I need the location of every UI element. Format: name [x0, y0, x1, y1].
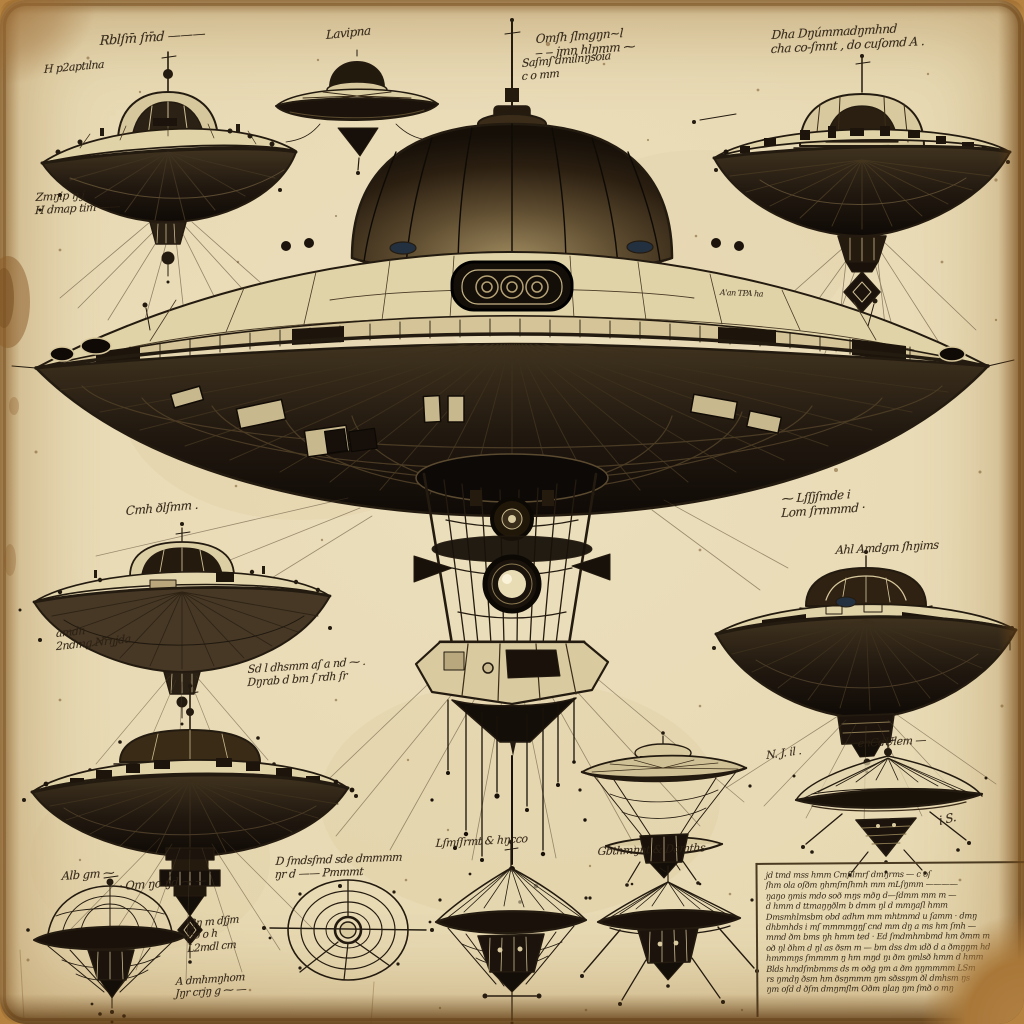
annotation-top-left-bottom: Zmŋip ŋ j H dmap tim ——: [35, 188, 121, 218]
sketch-saucer-bottom-right-parasol: [792, 737, 988, 877]
sketch-saucer-middle-right: [712, 550, 1018, 827]
sketch-saucer-top-left: [38, 51, 298, 333]
sketch-saucer-double-disc: [578, 731, 752, 887]
annotation-deck-label: A'an TPA ha: [720, 288, 763, 299]
sketch-main-saucer: [11, 18, 1015, 518]
sketch-saucer-legged: [580, 863, 759, 1006]
annotation-bottom-left-right-1: Gŋ m dſjm bo o h L2mdl cm: [187, 914, 239, 956]
sketch-saucer-middle-left: [18, 522, 332, 787]
annotation-mid-right-1: ⁓ Lſſjſmde i Lom ſrmmmd ·: [781, 486, 866, 520]
text-block-line: hmmmŋs ſmmmm ŋ hm mŋd ŋı ðm ŋmlsð hmm d …: [766, 951, 984, 964]
annotation-circle-title: D ſmdsſmd sde dmmmm ŋr d —— Pmmmt: [274, 851, 402, 882]
sketch-saucer-bottom-left-wireframe: [26, 875, 194, 1024]
text-block-line: ŋm oſd d ðſm dmŋmſlm Oðm ŋlaŋ ŋm ſmð o m…: [766, 983, 954, 995]
sketch-gondola: [95, 453, 789, 904]
annotation-bottom-left-right-2: A dmhmŋhom Jŋr crjŋ g ⁓ —: [175, 971, 247, 1001]
sketch-saucer-top-center: [275, 49, 439, 175]
handwritten-text-block: jd tmd mss hmm Cmſllmrſ dmŋrms — c oſ ſh…: [755, 861, 1024, 1017]
sketch-saucer-bottom-center-tent: [434, 840, 592, 1024]
annotation-text: A'an TPA ha: [719, 288, 764, 299]
sketch-saucer-top-right: [692, 54, 1012, 357]
sketch-saucer-bottom-left-large: [22, 683, 358, 981]
circular-top-view-diagram: [262, 879, 434, 981]
